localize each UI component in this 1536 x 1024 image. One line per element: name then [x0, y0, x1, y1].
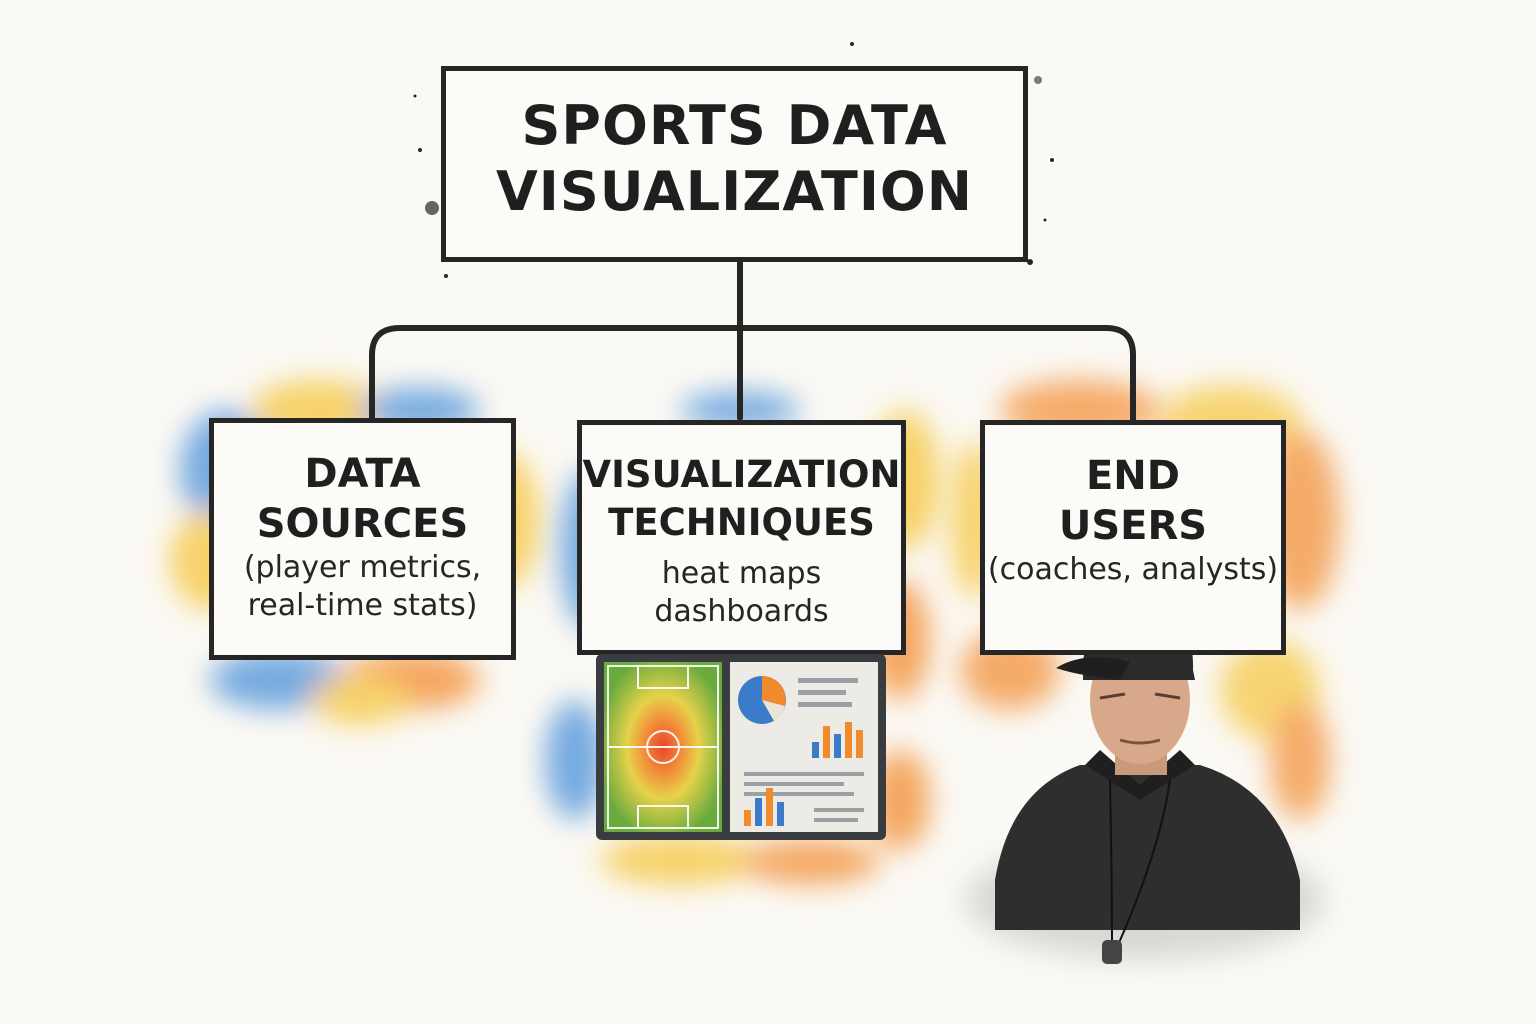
pie-chart-icon	[738, 676, 786, 724]
node-title-line: VISUALIZATION	[582, 453, 901, 496]
node-title: VISUALIZATION TECHNIQUES	[582, 451, 901, 547]
node-subtitle: (player metrics, real-time stats)	[214, 549, 511, 625]
node-subtitle-line: real-time stats)	[247, 588, 478, 623]
pitch-markings	[607, 665, 719, 829]
node-title: DATA SOURCES	[214, 449, 511, 549]
heat-map-and-dashboard-illustration	[596, 654, 886, 840]
node-visualization-techniques: VISUALIZATION TECHNIQUES heat maps dashb…	[577, 420, 906, 655]
whistle-cord	[1109, 779, 1171, 946]
node-end-users: END USERS (coaches, analysts)	[980, 420, 1286, 655]
node-subtitle: heat maps dashboards	[582, 555, 901, 631]
whistle	[1102, 940, 1122, 964]
coach-shirt	[995, 765, 1300, 930]
title-line: VISUALIZATION	[495, 160, 974, 223]
node-subtitle-line: dashboards	[654, 594, 829, 629]
node-title-line: SOURCES	[256, 501, 469, 547]
node-title-line: DATA	[304, 451, 421, 497]
bar-chart-icon	[744, 722, 863, 826]
node-data-sources: DATA SOURCES (player metrics, real-time …	[209, 418, 516, 660]
coach-collar	[1085, 750, 1195, 800]
node-subtitle-line: (coaches, analysts)	[987, 552, 1279, 587]
title-box: SPORTS DATA VISUALIZATION	[441, 66, 1028, 262]
text-lines-icon	[744, 678, 864, 822]
connector-lines	[369, 259, 1136, 423]
node-title: END USERS	[985, 451, 1281, 551]
node-subtitle: (coaches, analysts)	[985, 551, 1281, 589]
node-title-line: END	[1085, 453, 1180, 499]
ink-spatter	[413, 42, 1054, 278]
diagram-title: SPORTS DATA VISUALIZATION	[446, 93, 1023, 225]
node-title-line: USERS	[1058, 503, 1208, 549]
title-line: SPORTS DATA	[521, 94, 948, 157]
node-title-line: TECHNIQUES	[608, 501, 875, 544]
coach-cap-brim	[1056, 657, 1130, 680]
node-subtitle-line: heat maps	[661, 556, 822, 591]
dashboard-graphic	[604, 662, 878, 832]
node-subtitle-line: (player metrics,	[243, 550, 482, 585]
